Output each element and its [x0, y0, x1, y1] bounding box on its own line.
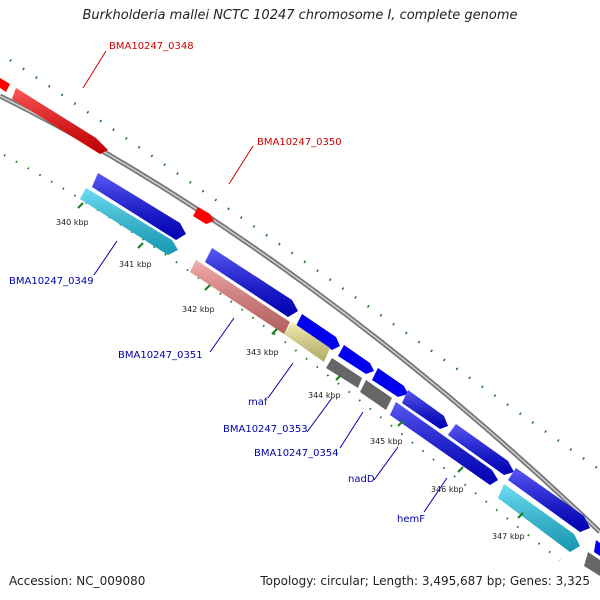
- gene-blue-b[interactable]: [205, 248, 298, 317]
- gene-blue-a[interactable]: [92, 173, 186, 240]
- gene-label-BMA10247_0354[interactable]: BMA10247_0354: [254, 448, 339, 459]
- gene-label-nadD[interactable]: nadD: [348, 474, 375, 485]
- tick-label: 340 kbp: [56, 218, 89, 227]
- genome-summary-text: Topology: circular; Length: 3,495,687 bp…: [260, 574, 590, 588]
- gene-label-maf[interactable]: maf: [248, 397, 268, 408]
- gene-blue-c[interactable]: [296, 314, 340, 350]
- gene-edge-blue[interactable]: [594, 540, 600, 556]
- gene-edge-dark[interactable]: [584, 552, 600, 576]
- outer-dotted-ring: [9, 58, 600, 472]
- gene-blue-f[interactable]: [402, 390, 448, 429]
- gene-label-BMA10247_0348[interactable]: BMA10247_0348: [109, 41, 194, 52]
- gene-blue-d[interactable]: [338, 345, 374, 374]
- tick-label: 343 kbp: [246, 348, 279, 357]
- gene-label-BMA10247_0353[interactable]: BMA10247_0353: [223, 424, 308, 435]
- gene-nadD[interactable]: [390, 402, 498, 485]
- label-leaders: [82, 50, 448, 513]
- gene-BMA10247_0354[interactable]: [360, 380, 392, 410]
- gene-label-BMA10247_0350[interactable]: BMA10247_0350: [257, 137, 342, 148]
- gene-BMA10247_0353[interactable]: [326, 358, 362, 388]
- tick-label: 344 kbp: [308, 391, 341, 400]
- gene-BMA10247_0351[interactable]: [190, 260, 290, 334]
- tick-label: 345 kbp: [370, 437, 403, 446]
- gene-label-BMA10247_0349[interactable]: BMA10247_0349: [9, 276, 94, 287]
- gene-label-hemF[interactable]: hemF: [397, 514, 425, 525]
- accession-text: Accession: NC_009080: [9, 574, 146, 588]
- gene-BMA10247_0349[interactable]: [80, 188, 178, 255]
- gene-label-BMA10247_0351[interactable]: BMA10247_0351: [118, 350, 203, 361]
- gene-labels: BMA10247_0348 BMA10247_0350 BMA10247_034…: [9, 41, 425, 525]
- tick-label: 346 kbp: [431, 485, 464, 494]
- tick-label: 347 kbp: [492, 532, 525, 541]
- gene-BMA10247_0350[interactable]: [193, 207, 214, 224]
- tick-labels: 340 kbp 341 kbp 342 kbp 343 kbp 344 kbp …: [56, 218, 525, 541]
- tick-label: 342 kbp: [182, 305, 215, 314]
- gene-maf[interactable]: [284, 322, 330, 362]
- gene-blue-h[interactable]: [508, 468, 590, 532]
- gene-blue-g[interactable]: [448, 424, 514, 475]
- gene-BMA10247_0348[interactable]: [12, 88, 108, 154]
- tick-marks: [77, 202, 524, 519]
- gene-partial-left[interactable]: [0, 78, 10, 92]
- gene-blue-e[interactable]: [372, 368, 408, 397]
- inner-dotted-ring: [3, 154, 561, 561]
- tick-label: 341 kbp: [119, 260, 152, 269]
- map-title: Burkholderia mallei NCTC 10247 chromosom…: [82, 8, 518, 23]
- gene-hemF[interactable]: [498, 484, 580, 552]
